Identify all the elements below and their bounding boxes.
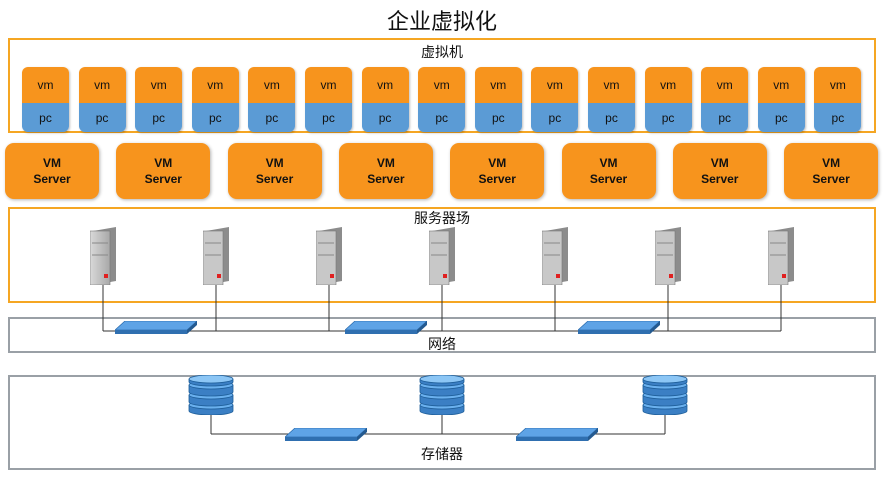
network-switch-icon xyxy=(514,427,600,441)
vm-label: vm xyxy=(474,67,522,103)
vm-section-label: 虚拟机 xyxy=(421,45,463,61)
pc-label: pc xyxy=(531,103,579,132)
vm-label: vm xyxy=(814,67,862,103)
pc-label: pc xyxy=(78,103,126,132)
pc-label: pc xyxy=(701,103,749,132)
vm-label: vm xyxy=(22,67,69,103)
server-tower-icon xyxy=(541,227,568,286)
vm-label: vm xyxy=(78,67,126,103)
network-switch-icon xyxy=(576,320,662,334)
vm-label: vm xyxy=(588,67,635,103)
pc-label: pc xyxy=(135,103,183,132)
vm-server-line1: VM xyxy=(376,156,395,170)
vm-server-box: VM Server xyxy=(338,143,433,199)
vm-label: vm xyxy=(361,67,409,103)
vm-server-box: VM Server xyxy=(227,143,322,199)
pc-label: pc xyxy=(814,103,862,132)
vm-server-box: VM Server xyxy=(116,143,211,199)
server-tower-icon xyxy=(428,227,455,286)
server-tower-icon xyxy=(202,227,229,286)
server-tower-icon xyxy=(89,227,116,286)
vm-server-line1: VM xyxy=(43,156,61,170)
vm-label: vm xyxy=(191,67,239,103)
vm-server-box: VM Server xyxy=(672,143,767,199)
server-tower-icon xyxy=(315,227,342,286)
vm-server-box: VM Server xyxy=(450,143,545,199)
server-tower-icon xyxy=(767,227,794,286)
vm-server-line1: VM xyxy=(710,156,729,170)
network-switch-icon xyxy=(113,320,199,334)
pc-label: pc xyxy=(248,103,296,132)
network-switch-icon xyxy=(283,427,369,441)
page-title: 企业虚拟化 xyxy=(386,10,497,35)
vm-server-box: VM Server xyxy=(784,143,879,199)
vm-server-line2: Server xyxy=(478,172,516,186)
vm-label: vm xyxy=(135,67,183,103)
vm-server-line1: VM xyxy=(822,156,841,170)
vm-label: vm xyxy=(531,67,579,103)
vm-label: vm xyxy=(757,67,805,103)
pc-label: pc xyxy=(191,103,239,132)
vm-server-line2: Server xyxy=(33,172,71,186)
vm-server-line2: Server xyxy=(812,172,850,186)
pc-label: pc xyxy=(588,103,635,132)
database-disk-icon xyxy=(418,374,466,416)
pc-label: pc xyxy=(361,103,409,132)
vm-server-line2: Server xyxy=(144,172,182,186)
vm-server-line2: Server xyxy=(255,172,294,186)
vm-label: vm xyxy=(418,67,466,103)
pc-label: pc xyxy=(474,103,522,132)
vm-server-line2: Server xyxy=(367,172,405,186)
network-label: 网络 xyxy=(428,337,456,353)
server-tower-icon xyxy=(654,227,681,286)
vm-server-box: VM Server xyxy=(5,143,99,199)
storage-label: 存储器 xyxy=(421,447,463,463)
vm-server-line1: VM xyxy=(265,156,284,170)
vm-server-line1: VM xyxy=(154,156,173,170)
vm-server-line1: VM xyxy=(488,156,507,170)
vm-server-line1: VM xyxy=(599,156,618,170)
vm-server-line2: Server xyxy=(589,172,628,186)
vm-label: vm xyxy=(701,67,749,103)
vm-label: vm xyxy=(644,67,692,103)
pc-label: pc xyxy=(22,103,69,132)
network-switch-icon xyxy=(343,320,429,334)
pc-label: pc xyxy=(418,103,466,132)
pc-label: pc xyxy=(305,103,352,132)
server-farm-label: 服务器场 xyxy=(414,211,470,227)
database-disk-icon xyxy=(641,374,689,416)
vm-server-box: VM Server xyxy=(561,143,656,199)
pc-label: pc xyxy=(644,103,692,132)
vm-server-line2: Server xyxy=(701,172,739,186)
vm-label: vm xyxy=(248,67,296,103)
vm-label: vm xyxy=(305,67,352,103)
database-disk-icon xyxy=(187,374,235,416)
pc-label: pc xyxy=(757,103,805,132)
